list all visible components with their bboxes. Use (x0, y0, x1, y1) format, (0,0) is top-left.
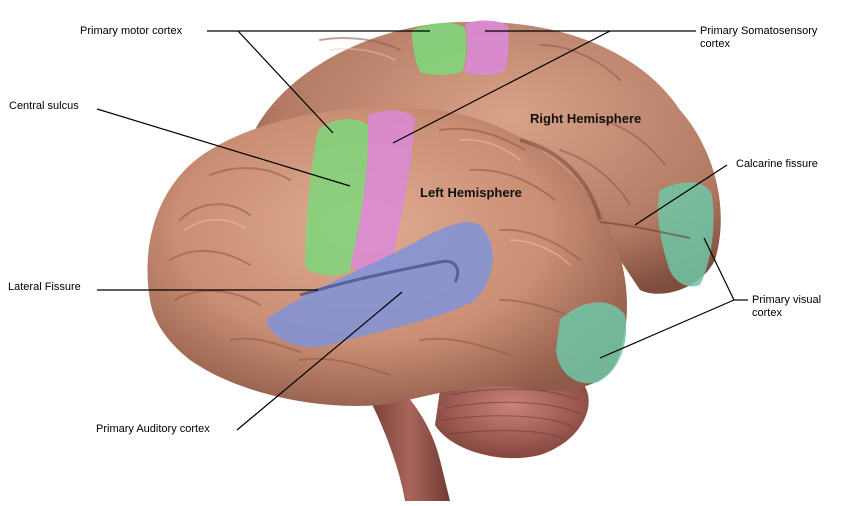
label-primary-motor-cortex: Primary motor cortex (80, 25, 183, 37)
visual-cortex-left-area (556, 302, 627, 384)
cerebellum-shape (435, 371, 589, 459)
label-central-sulcus: Central sulcus (9, 100, 79, 112)
brainstem-shape (370, 380, 450, 501)
somatosensory-cortex-area (350, 110, 415, 271)
label-primary-visual-line2: cortex (752, 307, 782, 319)
label-right-hemisphere: Right Hemisphere (530, 111, 642, 126)
somatosensory-right-area (464, 20, 509, 75)
leader-lines (96, 30, 748, 431)
label-calcarine-fissure: Calcarine fissure (736, 158, 818, 170)
label-primary-visual-line1: Primary visual (752, 294, 822, 306)
motor-cortex-area (305, 118, 369, 276)
label-lateral-fissure: Lateral Fissure (8, 281, 81, 293)
visual-cortex-right-area (657, 182, 714, 287)
label-primary-somatosensory-line2: cortex (700, 38, 730, 50)
lateral-fissure-line (299, 259, 460, 297)
auditory-cortex-area (265, 222, 493, 348)
label-primary-auditory-cortex: Primary Auditory cortex (96, 423, 210, 435)
label-primary-somatosensory-line1: Primary Somatosensory (700, 25, 818, 37)
motor-cortex-right-area (412, 22, 467, 75)
label-left-hemisphere: Left Hemisphere (420, 185, 522, 200)
